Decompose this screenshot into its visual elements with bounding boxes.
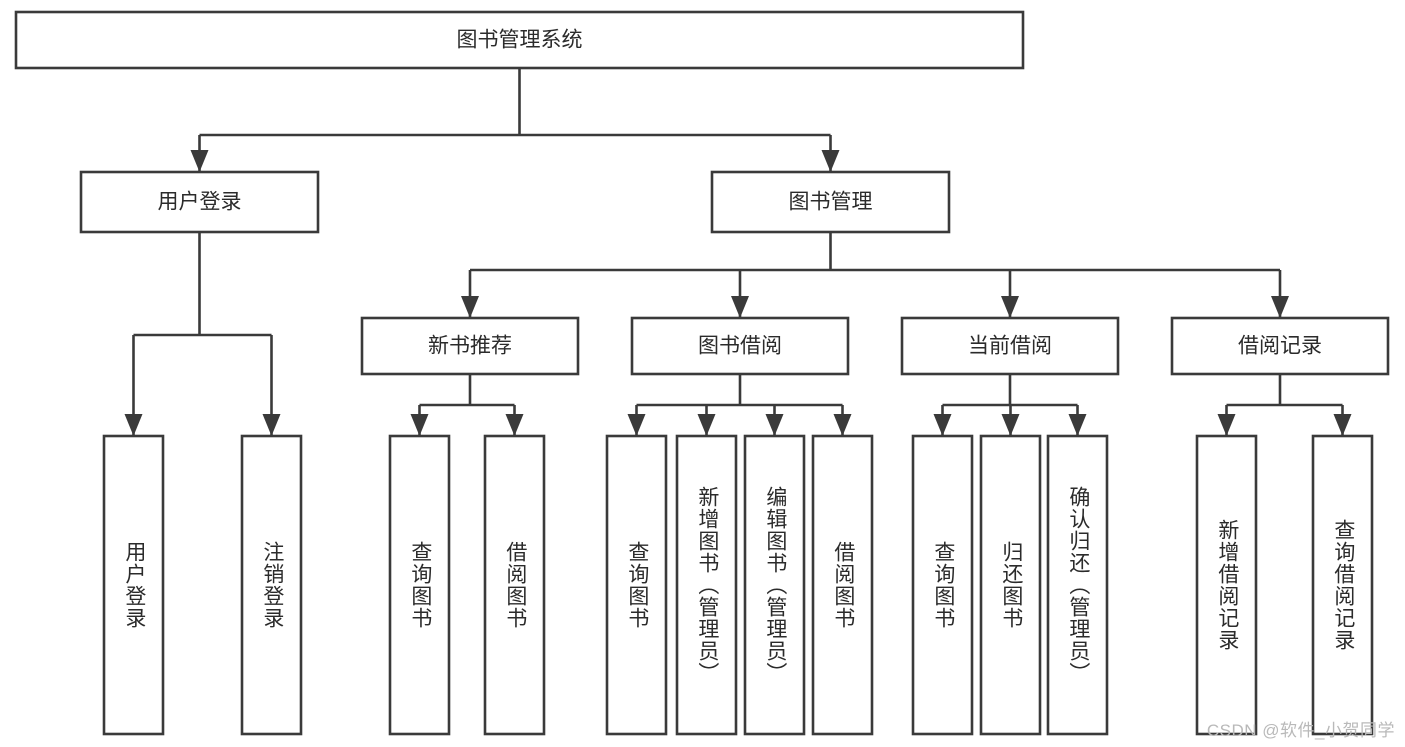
arrow-head-icon	[262, 414, 281, 436]
node-leaf-6[interactable]	[743, 434, 806, 736]
node-leaf-1[interactable]	[240, 434, 303, 736]
node-level3-label-0: 新书推荐	[428, 335, 512, 358]
arrow-head-icon	[1271, 296, 1289, 318]
node-level2-label-1: 图书管理	[789, 191, 873, 214]
node-level2-1[interactable]	[710, 170, 951, 234]
arrow-head-icon	[1001, 296, 1019, 318]
node-level2-label-0: 用户登录	[158, 191, 242, 214]
node-layer	[14, 10, 1390, 736]
arrow-head-icon	[505, 414, 524, 436]
arrow-head-icon	[461, 296, 479, 318]
node-leaf-7[interactable]	[811, 434, 874, 736]
node-level2-0[interactable]	[79, 170, 320, 234]
node-leaf-9[interactable]	[979, 434, 1042, 736]
node-root-label: 图书管理系统	[457, 29, 583, 52]
arrow-head-icon	[833, 414, 852, 436]
node-root-图书管理系统[interactable]	[14, 10, 1025, 70]
arrow-head-icon	[1217, 414, 1236, 436]
node-leaf-5[interactable]	[675, 434, 738, 736]
node-leaf-4[interactable]	[605, 434, 668, 736]
arrow-head-icon	[1333, 414, 1352, 436]
node-level3-0[interactable]	[360, 316, 580, 376]
connector-layer	[124, 68, 1352, 436]
arrow-head-icon	[765, 414, 784, 436]
node-level3-2[interactable]	[900, 316, 1120, 376]
arrow-head-icon	[1001, 414, 1020, 436]
arrow-head-icon	[821, 150, 840, 172]
node-leaf-8[interactable]	[911, 434, 974, 736]
node-level3-1[interactable]	[630, 316, 850, 376]
node-leaf-10[interactable]	[1046, 434, 1109, 736]
node-leaf-2[interactable]	[388, 434, 451, 736]
node-leaf-3[interactable]	[483, 434, 546, 736]
arrow-head-icon	[190, 150, 209, 172]
node-leaf-0[interactable]	[102, 434, 165, 736]
node-leaf-12[interactable]	[1311, 434, 1374, 736]
node-level3-label-2: 当前借阅	[968, 335, 1052, 358]
watermark: CSDN @软件_小贺同学	[1206, 721, 1395, 740]
node-leaf-11[interactable]	[1195, 434, 1258, 736]
arrow-head-icon	[627, 414, 646, 436]
node-level3-label-3: 借阅记录	[1238, 335, 1322, 358]
arrow-head-icon	[124, 414, 143, 436]
arrow-head-icon	[410, 414, 429, 436]
arrow-head-icon	[697, 414, 716, 436]
node-level3-3[interactable]	[1170, 316, 1390, 376]
arrow-head-icon	[731, 296, 749, 318]
node-level3-label-1: 图书借阅	[698, 335, 782, 358]
arrow-head-icon	[933, 414, 952, 436]
arrow-head-icon	[1068, 414, 1087, 436]
